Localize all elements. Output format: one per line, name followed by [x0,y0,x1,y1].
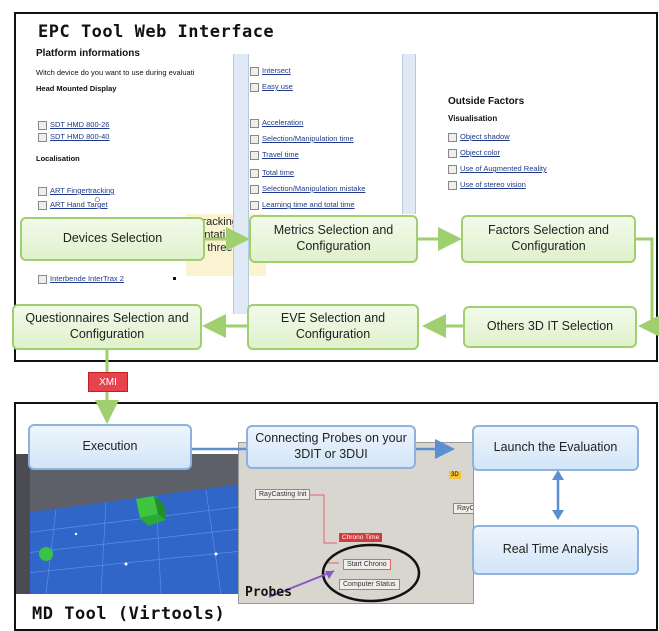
hmd-heading: Head Mounted Display [36,84,117,93]
devices-selection-node: Devices Selection [20,217,205,261]
checkbox-icon[interactable] [38,132,47,142]
cursor-icon: ○ [94,194,101,206]
probes-label: Probes [245,585,292,600]
platform-heading: Platform informations [36,48,140,59]
arrow-factors-others [636,237,659,338]
device-question: Witch device do you want to use during e… [36,68,195,77]
outside-heading: Outside Factors [448,96,525,107]
metric-item[interactable]: Total time [250,168,294,178]
xmi-label: XMI [88,372,128,392]
virtools-3d-scene [16,454,256,594]
localisation-item[interactable]: ART Hand Target [38,200,108,210]
interbende-item[interactable]: Interbende InterTrax 2 [38,274,124,284]
checkbox-icon[interactable] [38,200,47,210]
localisation-item[interactable]: ART Fingertracking [38,186,114,196]
visualisation-item[interactable]: Use of Augmented Reality [448,164,547,174]
metric-item[interactable]: Travel time [250,150,299,160]
epc-tool-title: EPC Tool Web Interface [38,22,275,42]
dot-marker [173,277,176,280]
checkbox-icon[interactable] [38,120,47,130]
execution-node: Execution [28,424,192,470]
metric-item[interactable]: Acceleration [250,118,303,128]
launch-evaluation-node: Launch the Evaluation [472,425,639,471]
probes-screenshot: RayCasting Init RayC 3D Chrono Time Star… [238,442,474,604]
metric-item[interactable]: Selection/Manipulation mistake [250,184,365,194]
real-time-analysis-node: Real Time Analysis [472,525,639,575]
metrics-selection-node: Metrics Selection and Configuration [249,215,418,263]
chrono-header: Chrono Time [339,533,383,542]
localisation-heading: Localisation [36,154,80,163]
metric-item[interactable]: Intersect [250,66,291,76]
visualisation-item[interactable]: Object shadow [448,132,510,142]
raycasting-block-2: RayC [453,503,473,514]
metric-item[interactable]: Learning time and total time [250,200,355,210]
scene-graphic [16,454,256,594]
computer-status-block: Computer Status [339,579,400,590]
start-chrono-block: Start Chrono [343,559,391,570]
hmd-item[interactable]: SDT HMD 800-26 [38,120,109,130]
probe-wires [268,494,421,603]
visualisation-heading: Visualisation [448,114,498,123]
metrics-screenshot: Intersect Easy use Acceleration Selectio… [250,64,400,214]
connecting-probes-node: Connecting Probes on your 3DIT or 3DUI [246,425,416,469]
md-tool-title: MD Tool (Virtools) [32,604,226,624]
questionnaires-selection-node: Questionnaires Selection and Configurati… [12,304,202,350]
visualisation-item[interactable]: Object color [448,148,500,158]
probe-circle [321,543,421,603]
label-3d: 3D [449,471,461,479]
checkbox-icon[interactable] [38,186,47,196]
checkbox-icon[interactable] [38,274,47,284]
metric-item[interactable]: Easy use [250,82,293,92]
epc-tool-panel: EPC Tool Web Interface Platform informat… [14,12,658,362]
others-3d-it-node: Others 3D IT Selection [463,306,637,348]
hmd-item[interactable]: SDT HMD 800-40 [38,132,109,142]
eve-selection-node: EVE Selection and Configuration [247,304,419,350]
visualisation-item[interactable]: Use of stereo vision [448,180,526,190]
metrics-screenshot-bar-right [402,54,416,214]
outside-factors-screenshot: Outside Factors Visualisation Object sha… [448,94,598,214]
metric-item[interactable]: Selection/Manipulation time [250,134,354,144]
factors-selection-node: Factors Selection and Configuration [461,215,636,263]
